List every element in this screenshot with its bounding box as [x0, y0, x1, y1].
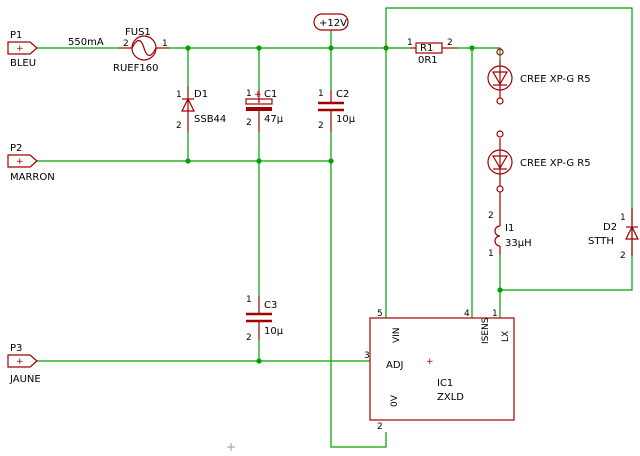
- pin-number: 2: [447, 38, 453, 48]
- component-value: RUEF160: [113, 63, 158, 74]
- junction-dot: [383, 45, 389, 51]
- polarity-mark: +: [254, 90, 262, 100]
- pin-number: 2: [176, 121, 182, 131]
- component-value: 10µ: [336, 114, 356, 125]
- port-plus-sign: +: [16, 157, 24, 167]
- pin-number: 1: [492, 309, 498, 319]
- junction-dot: [328, 45, 334, 51]
- component-name: C1: [264, 89, 277, 100]
- fuse-fus1[interactable]: FUS1 RUEF160 2 1: [113, 27, 170, 74]
- component-value: 0R1: [418, 55, 438, 66]
- junction-dot: [497, 287, 503, 293]
- pin-number: 1: [246, 89, 252, 99]
- pin-number: 2: [377, 422, 383, 432]
- pin-number: 3: [364, 351, 370, 361]
- pin-number: 2: [620, 251, 626, 261]
- pin-number: 5: [377, 309, 383, 319]
- junction-dot: [328, 158, 334, 164]
- pin-number: 2: [488, 211, 494, 221]
- power-flag-12v[interactable]: +12V: [313, 13, 349, 31]
- component-name: I1: [505, 223, 514, 234]
- component-name: C3: [264, 300, 277, 311]
- wire-c2-bot: [330, 132, 387, 448]
- port-plus-sign: +: [16, 44, 24, 54]
- led-2[interactable]: CREE XP-G R5: [487, 130, 591, 193]
- port-signal: BLEU: [10, 58, 36, 69]
- junction-dot: [256, 45, 262, 51]
- origin-cross: [227, 443, 235, 451]
- pin-label-isens: ISENS: [481, 317, 491, 344]
- pin-number: 2: [246, 333, 252, 343]
- port-signal: JAUNE: [9, 374, 41, 385]
- origin-mark: +: [426, 357, 434, 367]
- junction-dot: [256, 158, 262, 164]
- pin-label-adj: ADJ: [386, 360, 404, 371]
- pin-number: 1: [620, 213, 626, 223]
- port-signal: MARRON: [10, 172, 55, 183]
- inductor-i1[interactable]: I1 33µH 2 1: [488, 192, 532, 259]
- component-name: C2: [336, 89, 349, 100]
- component-value: CREE XP-G R5: [520, 74, 591, 85]
- component-name: IC1: [437, 378, 453, 389]
- component-name: R1: [420, 43, 433, 54]
- component-value: 47µ: [264, 114, 284, 125]
- wire-vin: [385, 7, 633, 291]
- pin-number: 1: [488, 249, 494, 259]
- capacitor-c3[interactable]: C3 10µ 1 2: [246, 295, 284, 343]
- capacitor-c2[interactable]: C2 10µ 1 2: [318, 89, 356, 132]
- component-name: D1: [194, 89, 208, 100]
- port-plus-sign: +: [16, 357, 24, 367]
- port-name: P2: [10, 143, 22, 154]
- junction-dot: [256, 358, 262, 364]
- resistor-r1[interactable]: R1 0R1 1 2: [407, 38, 458, 66]
- pin-number: 1: [176, 90, 182, 100]
- wire-r1-leds: [458, 47, 501, 60]
- pin-label-vin: VIN: [392, 327, 402, 343]
- component-name: D2: [603, 222, 617, 233]
- pin-number: 4: [464, 309, 470, 319]
- component-value: ZXLD: [437, 392, 464, 403]
- component-name: FUS1: [125, 27, 151, 38]
- current-label: 550mA: [68, 37, 104, 48]
- port-p2[interactable]: + P2 MARRON: [7, 143, 55, 183]
- pin-number: 2: [123, 39, 129, 49]
- pin-label-lx: LX: [501, 331, 511, 342]
- junction-dot: [469, 45, 475, 51]
- component-value: STTH: [588, 236, 614, 247]
- pin-number: 2: [318, 121, 324, 131]
- wires: [37, 7, 633, 448]
- pin-number: 1: [318, 89, 324, 99]
- diode-d2[interactable]: D2 STTH 1 2: [588, 208, 639, 261]
- junction-dot: [185, 45, 191, 51]
- port-p1[interactable]: + P1 BLEU: [7, 30, 38, 69]
- pin-label-0v: 0V: [390, 394, 400, 407]
- port-p3[interactable]: + P3 JAUNE: [7, 343, 41, 385]
- junctions: [185, 45, 503, 364]
- component-value: 10µ: [264, 326, 284, 337]
- capacitor-c1[interactable]: C1 47µ 1 2 +: [245, 89, 284, 132]
- component-value: SSB44: [194, 114, 226, 125]
- power-label: +12V: [319, 18, 347, 29]
- led-1[interactable]: CREE XP-G R5: [487, 48, 591, 105]
- diode-d1[interactable]: D1 SSB44 1 2: [176, 86, 226, 132]
- pin-number: 1: [246, 295, 252, 305]
- junction-dot: [185, 158, 191, 164]
- port-name: P3: [10, 343, 22, 354]
- pin-number: 2: [246, 118, 252, 128]
- ic1-zxld[interactable]: VIN ISENS LX ADJ 0V IC1 ZXLD + 5 4 1 3 2: [364, 309, 515, 432]
- port-name: P1: [10, 30, 22, 41]
- pin-number: 1: [407, 38, 413, 48]
- pin-number: 1: [162, 39, 168, 49]
- component-value: 33µH: [505, 238, 532, 249]
- component-value: CREE XP-G R5: [520, 158, 591, 169]
